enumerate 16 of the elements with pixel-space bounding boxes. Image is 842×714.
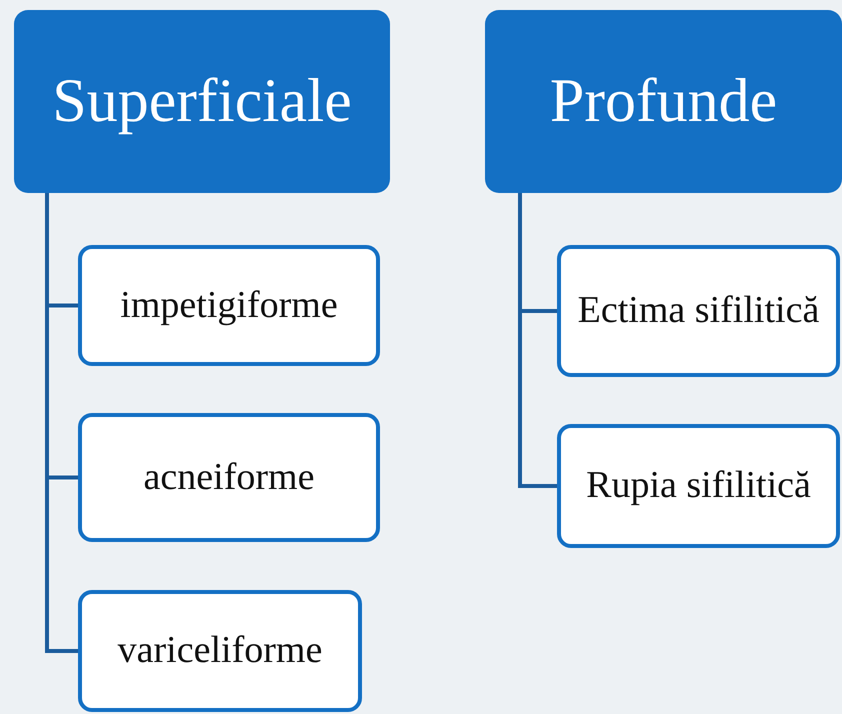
connector-line: [45, 193, 78, 653]
node-text: acneiforme: [144, 456, 314, 500]
node-text: impetigiforme: [120, 284, 338, 328]
item-box: [78, 245, 380, 366]
node-text: variceliforme: [118, 629, 322, 673]
category-header-box: [485, 10, 842, 193]
item-box: [78, 590, 362, 712]
node-text: Superficiale: [52, 66, 352, 137]
item-box: [78, 413, 380, 542]
item-box: [557, 245, 840, 377]
node-text: Profunde: [550, 66, 778, 137]
node-text: Ectima sifilitică: [578, 289, 820, 333]
category-header-box: [14, 10, 390, 193]
connector-line: [518, 193, 557, 488]
item-box: [557, 424, 840, 548]
node-text: Rupia sifilitică: [586, 464, 811, 508]
